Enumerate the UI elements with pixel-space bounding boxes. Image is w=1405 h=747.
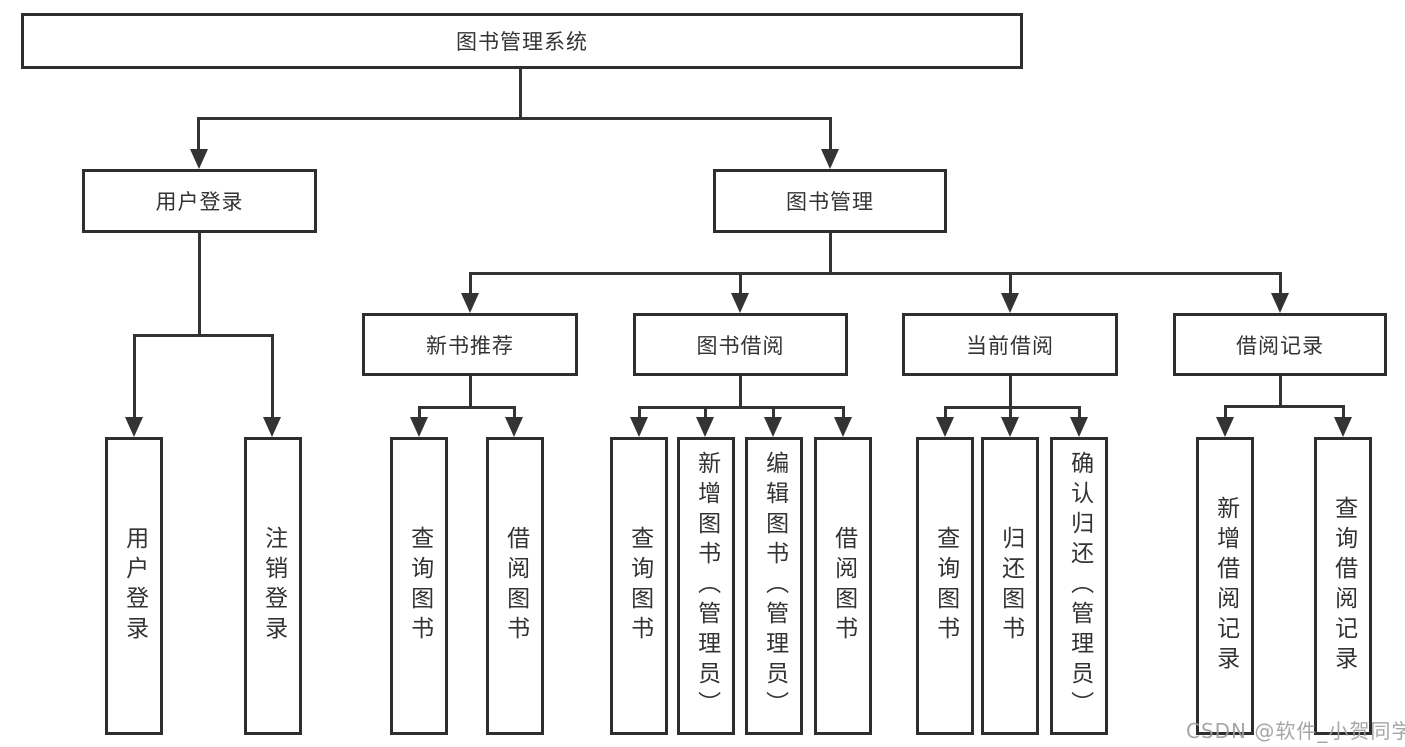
node-label: 借阅图书 xyxy=(830,526,857,646)
arrow-down-icon xyxy=(936,417,954,437)
node-current-return-books: 归还图书 xyxy=(981,437,1039,735)
connector-line xyxy=(944,406,1081,409)
node-borrow-add-books-admin: 新增图书（管理员） xyxy=(677,437,735,735)
arrow-down-icon xyxy=(190,149,208,169)
node-label: 图书管理系统 xyxy=(456,30,588,54)
arrow-down-icon xyxy=(263,417,281,437)
node-user-login-leaf: 用户登录 xyxy=(105,437,163,735)
connector-line xyxy=(513,406,516,417)
node-borrow-borrow-books: 借阅图书 xyxy=(814,437,872,735)
arrow-down-icon xyxy=(821,149,839,169)
arrow-down-icon xyxy=(505,417,523,437)
node-label: 注销登录 xyxy=(260,526,287,646)
node-root: 图书管理系统 xyxy=(21,13,1023,69)
node-label: 图书管理 xyxy=(786,190,874,214)
node-logout-leaf: 注销登录 xyxy=(244,437,302,735)
connector-line xyxy=(1342,405,1345,417)
node-label: 确认归还（管理员） xyxy=(1066,451,1093,721)
node-new-book-recommend: 新书推荐 xyxy=(362,313,578,376)
connector-line xyxy=(1224,405,1227,417)
node-label: 查询图书 xyxy=(932,526,959,646)
arrow-down-icon xyxy=(125,417,143,437)
node-current-confirm-return-admin: 确认归还（管理员） xyxy=(1050,437,1108,735)
connector-line xyxy=(519,69,522,120)
connector-line xyxy=(271,334,274,417)
node-label: 借阅记录 xyxy=(1236,333,1324,358)
connector-line xyxy=(842,406,845,417)
connector-line xyxy=(829,233,832,275)
connector-line xyxy=(469,272,1282,275)
node-borrow-records: 借阅记录 xyxy=(1173,313,1387,376)
node-label: 借阅图书 xyxy=(502,526,529,646)
connector-line xyxy=(739,272,742,293)
arrow-down-icon xyxy=(1216,417,1234,437)
node-label: 查询借阅记录 xyxy=(1330,496,1357,676)
node-label: 当前借阅 xyxy=(966,333,1054,358)
connector-line xyxy=(133,334,136,417)
connector-line xyxy=(739,376,742,409)
arrow-down-icon xyxy=(1001,293,1019,313)
node-recommend-query-books: 查询图书 xyxy=(390,437,448,735)
connector-line xyxy=(469,376,472,409)
connector-line xyxy=(197,117,200,149)
connector-line xyxy=(944,406,947,417)
connector-line xyxy=(1279,376,1282,408)
connector-line xyxy=(1078,406,1081,417)
arrow-down-icon xyxy=(461,293,479,313)
connector-line xyxy=(418,406,421,417)
connector-line xyxy=(638,406,641,417)
node-label: 新增图书（管理员） xyxy=(693,451,720,721)
node-user-login-branch: 用户登录 xyxy=(82,169,317,233)
connector-line xyxy=(133,334,274,337)
node-current-borrow: 当前借阅 xyxy=(902,313,1118,376)
arrow-down-icon xyxy=(1001,417,1019,437)
node-label: 查询图书 xyxy=(406,526,433,646)
watermark: CSDN @软件_小贺同学 xyxy=(1186,719,1405,743)
node-label: 用户登录 xyxy=(121,526,148,646)
connector-line xyxy=(1009,406,1012,417)
connector-line xyxy=(638,406,845,409)
arrow-down-icon xyxy=(1271,293,1289,313)
connector-line xyxy=(1224,405,1345,408)
node-label: 新书推荐 xyxy=(426,333,514,358)
node-label: 图书借阅 xyxy=(696,333,785,358)
arrow-down-icon xyxy=(696,417,714,437)
connector-line xyxy=(469,272,472,293)
node-label: 查询图书 xyxy=(626,526,653,646)
connector-line xyxy=(1279,272,1282,293)
node-label: 归还图书 xyxy=(997,526,1024,646)
node-label: 编辑图书（管理员） xyxy=(761,451,788,721)
arrow-down-icon xyxy=(410,417,428,437)
connector-line xyxy=(772,406,775,417)
node-book-borrow: 图书借阅 xyxy=(633,313,848,376)
connector-line xyxy=(829,117,832,149)
connector-line xyxy=(197,117,831,120)
node-borrow-edit-books-admin: 编辑图书（管理员） xyxy=(745,437,803,735)
node-current-query-books: 查询图书 xyxy=(916,437,974,735)
node-label: 新增借阅记录 xyxy=(1212,496,1239,676)
node-recommend-borrow-books: 借阅图书 xyxy=(486,437,544,735)
connector-line xyxy=(1009,376,1012,409)
arrow-down-icon xyxy=(834,417,852,437)
connector-line xyxy=(1009,272,1012,293)
arrow-down-icon xyxy=(1070,417,1088,437)
arrow-down-icon xyxy=(764,417,782,437)
connector-line xyxy=(704,406,707,417)
arrow-down-icon xyxy=(731,293,749,313)
connector-line xyxy=(198,233,201,337)
node-records-add-record: 新增借阅记录 xyxy=(1196,437,1254,735)
node-book-mgmt-branch: 图书管理 xyxy=(713,169,947,233)
node-label: 用户登录 xyxy=(155,190,244,214)
arrow-down-icon xyxy=(630,417,648,437)
connector-line xyxy=(418,406,516,409)
arrow-down-icon xyxy=(1334,417,1352,437)
node-records-query-record: 查询借阅记录 xyxy=(1314,437,1372,735)
node-borrow-query-books: 查询图书 xyxy=(610,437,668,735)
